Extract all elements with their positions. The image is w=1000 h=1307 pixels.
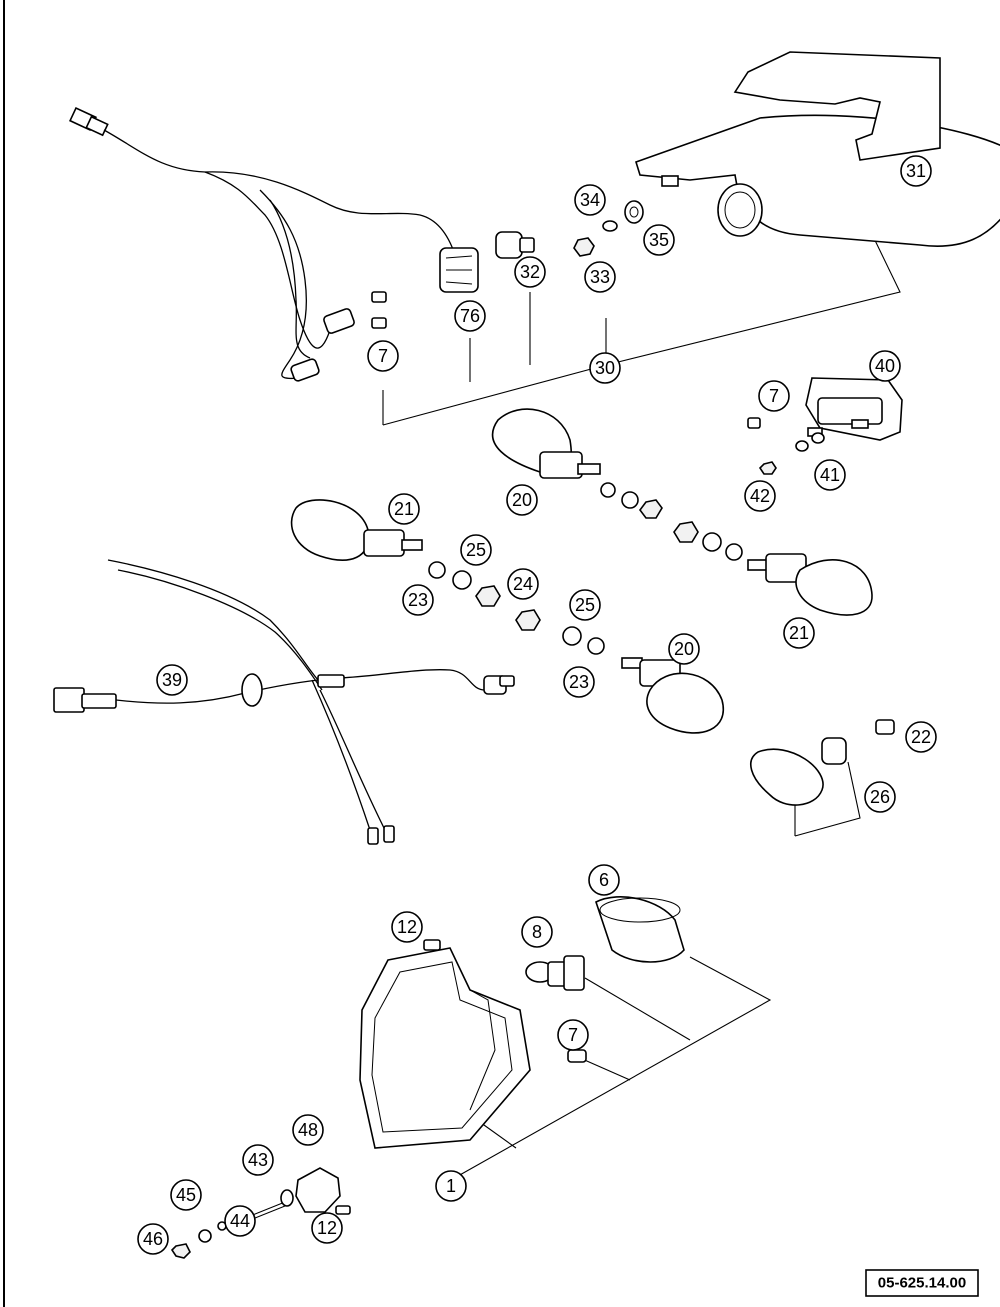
svg-text:33: 33 xyxy=(590,267,610,287)
bulb-8 xyxy=(525,955,585,991)
svg-text:32: 32 xyxy=(520,262,540,282)
callout-48: 48 xyxy=(292,1114,324,1146)
svg-text:31: 31 xyxy=(906,161,926,181)
diagram-reference-code: 05-625.14.00 xyxy=(878,1275,966,1292)
callout-7-headlight: 7 xyxy=(557,1019,589,1051)
callout-30: 30 xyxy=(589,352,621,384)
svg-text:25: 25 xyxy=(466,540,486,560)
svg-text:40: 40 xyxy=(875,356,895,376)
license-plate-light-40 xyxy=(747,377,903,475)
turn-signal-20-upper xyxy=(491,408,663,519)
callout-1: 1 xyxy=(435,1170,467,1202)
front-harness-39 xyxy=(53,559,515,845)
svg-text:23: 23 xyxy=(408,590,428,610)
callout-23-right: 23 xyxy=(563,666,595,698)
svg-text:26: 26 xyxy=(870,787,890,807)
callout-31: 31 xyxy=(900,155,932,187)
callout-32: 32 xyxy=(514,256,546,288)
callout-39: 39 xyxy=(156,664,188,696)
svg-text:20: 20 xyxy=(674,639,694,659)
svg-text:24: 24 xyxy=(513,574,533,594)
callout-12-bottom: 12 xyxy=(311,1212,343,1244)
ring-6 xyxy=(595,896,685,963)
svg-text:25: 25 xyxy=(575,595,595,615)
callout-76: 76 xyxy=(454,300,486,332)
callout-22: 22 xyxy=(905,721,937,753)
svg-text:7: 7 xyxy=(769,386,779,406)
tail-light-harness xyxy=(69,106,535,382)
adjuster-set xyxy=(170,1167,351,1259)
callout-20-lower: 20 xyxy=(668,633,700,665)
leader-lines xyxy=(382,229,901,1177)
svg-text:46: 46 xyxy=(143,1229,163,1249)
svg-text:21: 21 xyxy=(789,623,809,643)
svg-text:34: 34 xyxy=(580,190,600,210)
diagram-reference-box: 05-625.14.00 xyxy=(865,1269,979,1297)
tail-cover-31 xyxy=(733,51,941,161)
callout-35: 35 xyxy=(643,224,675,256)
turn-signal-20-lower xyxy=(515,609,725,734)
svg-text:35: 35 xyxy=(649,230,669,250)
callout-25-left: 25 xyxy=(460,534,492,566)
reflector-26 xyxy=(750,719,895,806)
svg-text:20: 20 xyxy=(512,490,532,510)
callout-21-right: 21 xyxy=(783,617,815,649)
callout-7-plate: 7 xyxy=(758,380,790,412)
callout-45: 45 xyxy=(170,1179,202,1211)
callout-21-left: 21 xyxy=(388,493,420,525)
callout-12-top: 12 xyxy=(391,911,423,943)
callout-40: 40 xyxy=(869,350,901,382)
svg-text:12: 12 xyxy=(317,1218,337,1238)
callout-43: 43 xyxy=(242,1144,274,1176)
svg-text:48: 48 xyxy=(298,1120,318,1140)
callout-20-upper: 20 xyxy=(506,484,538,516)
bulb-7-headlight xyxy=(567,1049,587,1063)
callout-26: 26 xyxy=(864,781,896,813)
callout-41: 41 xyxy=(814,459,846,491)
rear-fender-30 xyxy=(635,114,1000,247)
callout-7-top: 7 xyxy=(367,340,399,372)
callout-8: 8 xyxy=(521,916,553,948)
callout-25-right: 25 xyxy=(569,589,601,621)
svg-text:39: 39 xyxy=(162,670,182,690)
svg-text:7: 7 xyxy=(568,1025,578,1045)
svg-text:6: 6 xyxy=(599,870,609,890)
svg-text:7: 7 xyxy=(378,346,388,366)
svg-text:41: 41 xyxy=(820,465,840,485)
turn-signal-21-left xyxy=(290,499,501,607)
callouts: 31 34 35 33 32 76 30 7 40 7 41 42 20 21 … xyxy=(137,155,937,1255)
turn-signal-21-right xyxy=(673,521,873,616)
svg-text:23: 23 xyxy=(569,672,589,692)
callout-33: 33 xyxy=(584,261,616,293)
svg-text:44: 44 xyxy=(230,1211,250,1231)
fastener-set-33-34-35 xyxy=(573,200,644,257)
callout-6: 6 xyxy=(588,864,620,896)
svg-text:12: 12 xyxy=(397,917,417,937)
svg-text:45: 45 xyxy=(176,1185,196,1205)
callout-44: 44 xyxy=(224,1205,256,1237)
svg-text:1: 1 xyxy=(446,1176,456,1196)
svg-text:42: 42 xyxy=(750,486,770,506)
svg-text:22: 22 xyxy=(911,727,931,747)
callout-42: 42 xyxy=(744,480,776,512)
headlight-1 xyxy=(359,939,531,1149)
svg-text:76: 76 xyxy=(460,306,480,326)
callout-24: 24 xyxy=(507,568,539,600)
svg-text:21: 21 xyxy=(394,499,414,519)
callout-46: 46 xyxy=(137,1223,169,1255)
svg-text:43: 43 xyxy=(248,1150,268,1170)
svg-text:8: 8 xyxy=(532,922,542,942)
callout-34: 34 xyxy=(574,184,606,216)
svg-text:30: 30 xyxy=(595,358,615,378)
callout-23-left: 23 xyxy=(402,584,434,616)
